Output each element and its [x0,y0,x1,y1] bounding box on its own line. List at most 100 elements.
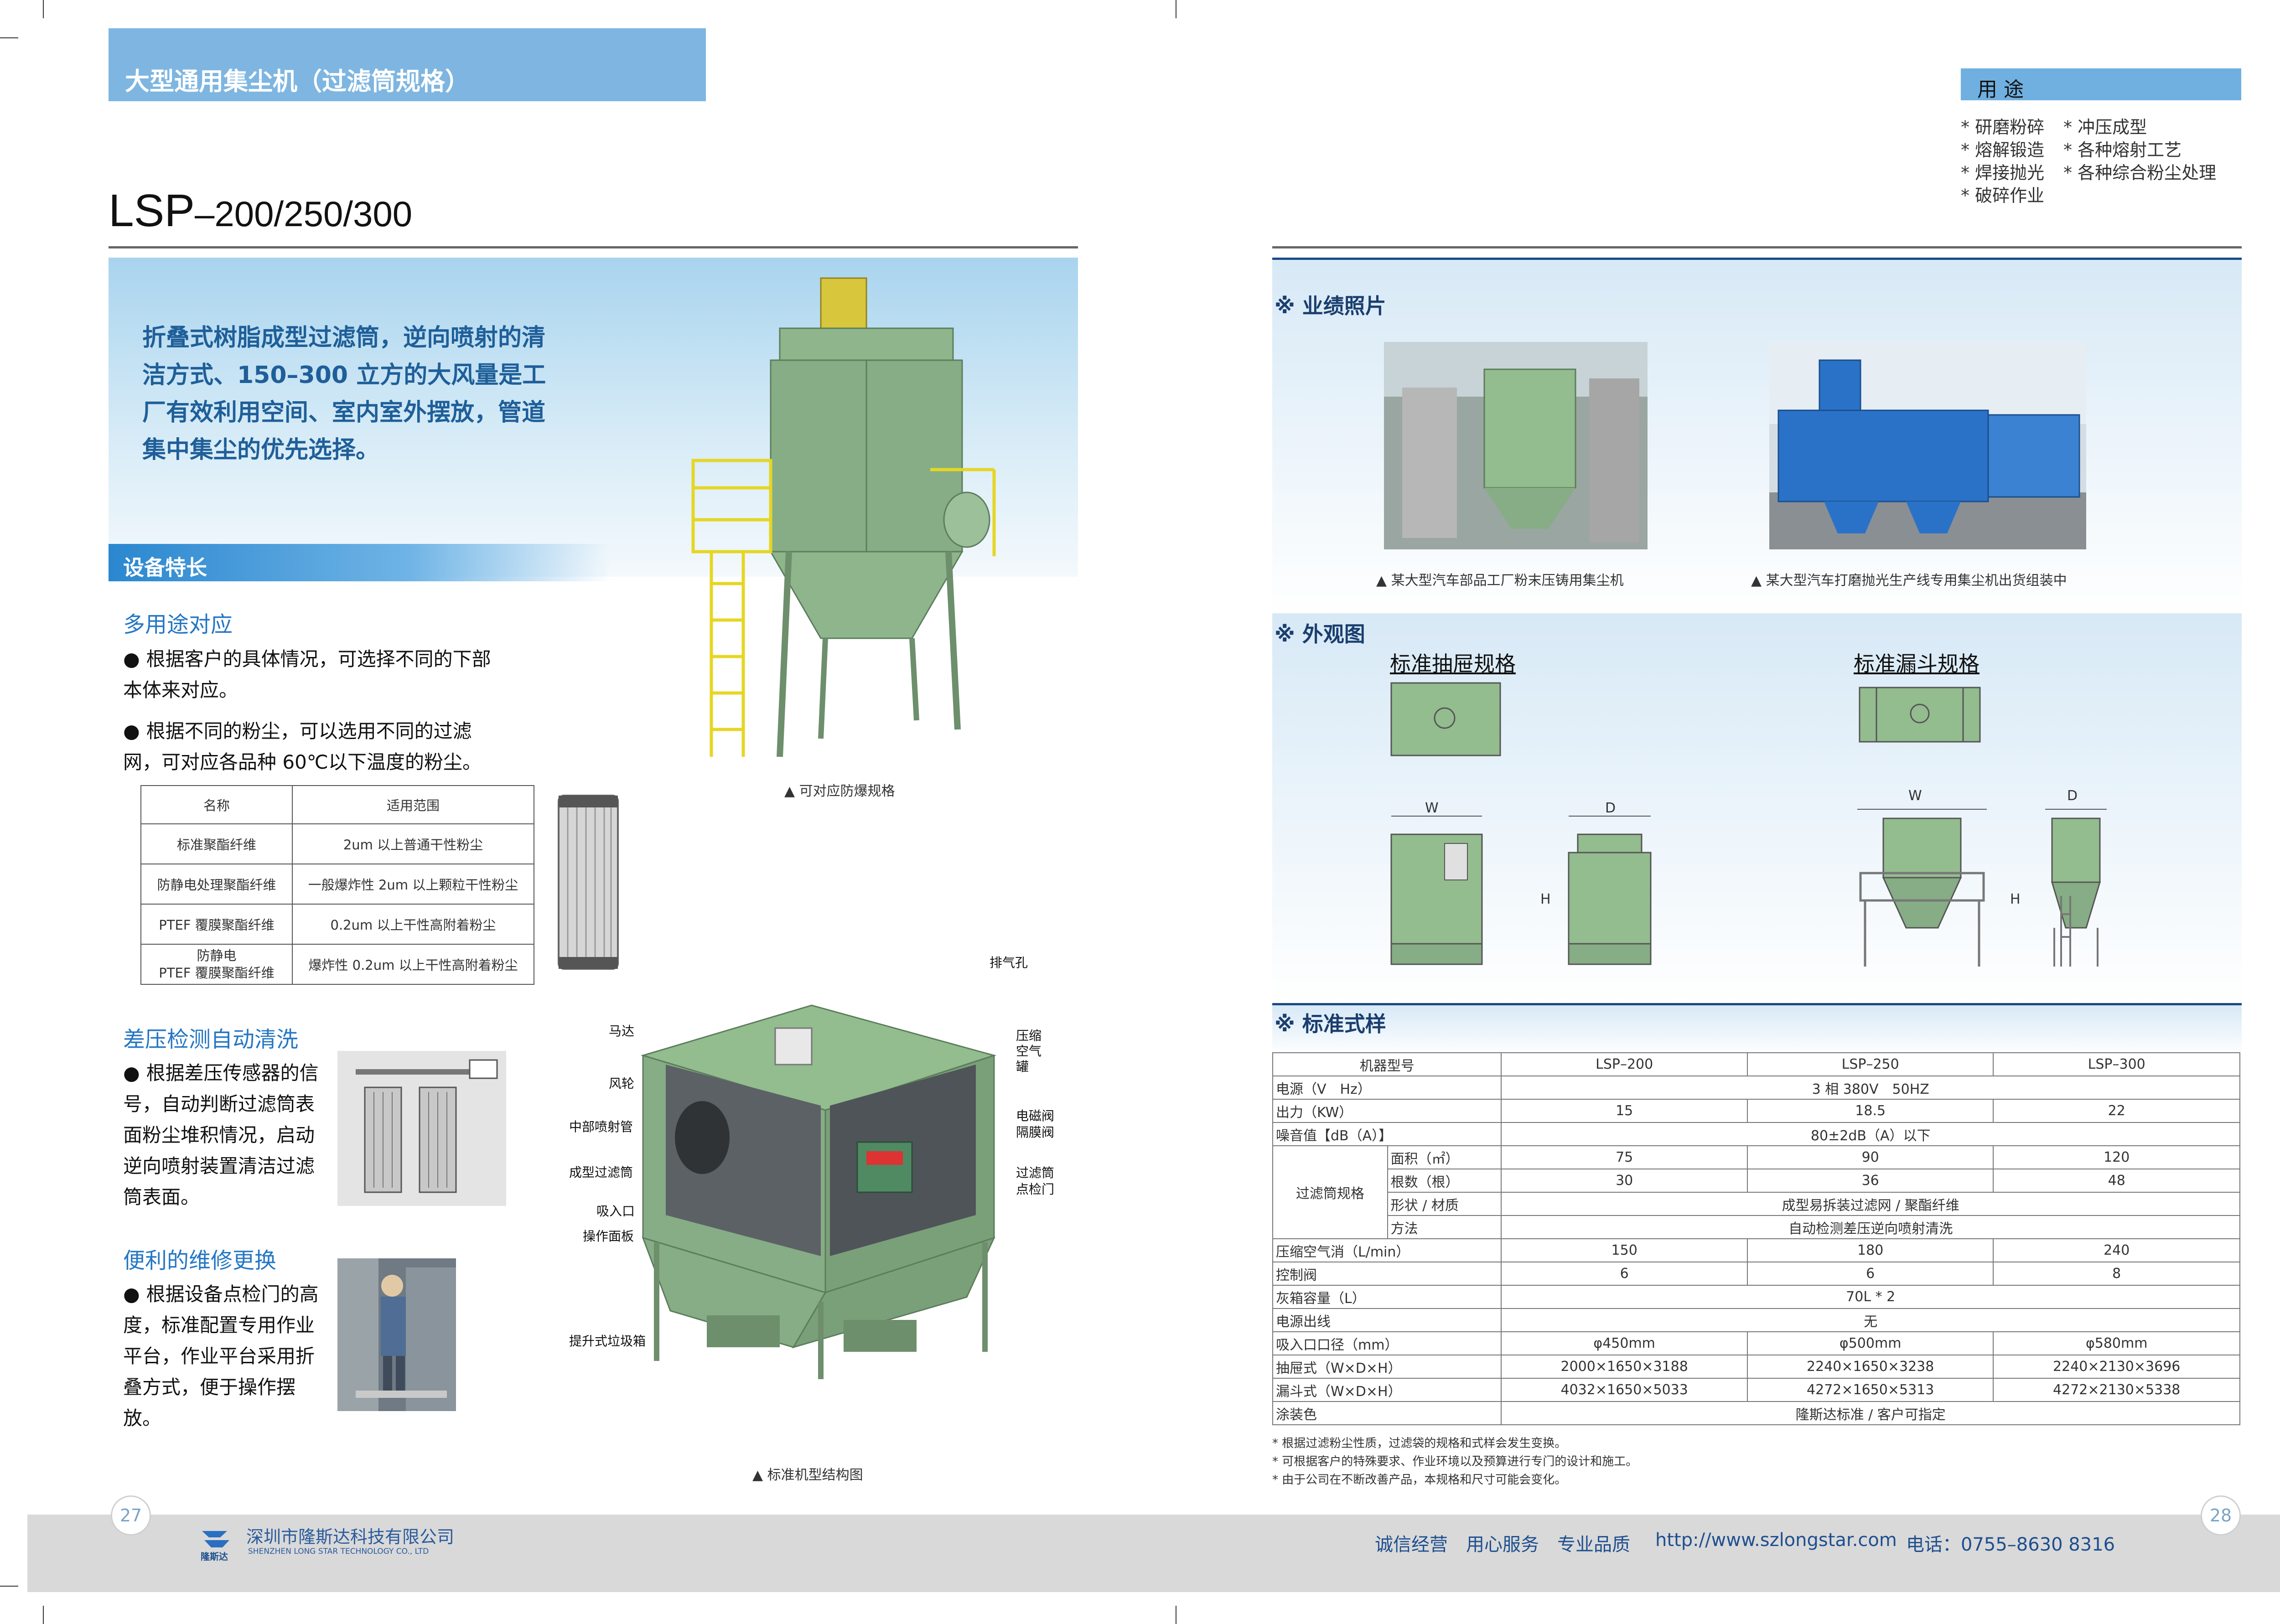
project-photo-2 [1769,342,2086,549]
structure-cutaway-image [640,1004,997,1379]
table-row: 涂装色 隆斯达标准 / 客户可指定 [1272,1401,2240,1425]
company-name-en: SHENZHEN LONG STAR TECHNOLOGY CO., LTD [248,1547,429,1556]
footer-phone: 电话：0755–8630 8316 [1906,1534,2115,1555]
project-photo-1 [1384,342,1648,549]
label-filter-cartridge: 成型过滤筒 [569,1165,633,1180]
spec-section [1272,1003,2242,1055]
table-row: 漏斗式（W×D×H） 4032×1650×5033 4272×1650×5313… [1272,1378,2240,1402]
outline-title: ※ 外观图 [1275,622,1365,646]
table-header: 名称 [140,785,293,824]
table-row: 防静电 PTEF 覆膜聚酯纤维 爆炸性 0.2um 以上干性高附着粉尘 [140,944,534,985]
dimension-d-label: D [2067,788,2078,804]
multi-use-title: 多用途对应 [123,612,233,637]
dimension-d-label: D [1605,800,1616,816]
crop-mark [43,1606,44,1624]
spec-note: * 可根据客户的特殊要求、作业环境以及预算进行专门的设计和施工。 [1272,1455,1638,1469]
dimension-w-label: W [1425,800,1439,816]
label-fan: 风轮 [609,1076,635,1091]
structure-caption: ▲ 标准机型结构图 [752,1467,863,1483]
hopper-spec-title: 标准漏斗规格 [1854,652,1979,676]
label-inlet: 吸入口 [596,1204,635,1219]
drawer-side-view [1568,816,1652,965]
crop-mark [0,37,18,38]
drawer-top-view [1390,682,1501,756]
features-title: 设备特长 [123,555,207,580]
explosion-proof-machine-image [691,277,996,757]
filter-cartridge-image [558,795,619,970]
bullet-item: ●根据客户的具体情况，可选择不同的下部本体来对应。 [123,648,491,701]
table-header: 适用范围 [292,785,534,824]
table-row: PTEF 覆膜聚酯纤维 0.2um 以上干性高附着粉尘 [140,904,534,945]
drawer-front-view [1390,816,1483,965]
table-row: 抽屉式（W×D×H） 2000×1650×3188 2240×1650×3238… [1272,1355,2240,1379]
footer-slogans: 诚信经营 用心服务 专业品质 [1375,1534,1630,1555]
explosion-proof-caption: ▲ 可对应防爆规格 [784,783,895,799]
table-row: 机器型号 LSP–200 LSP–250 LSP–300 [1272,1052,2240,1076]
usage-bar: 用 途 [1961,68,2241,101]
table-row: 形状 / 材质 成型易拆装过滤网 / 聚酯纤维 [1273,1192,2240,1216]
usage-item: * 焊接抛光 [1961,163,2045,183]
table-row: 方法 自动检测差压逆向喷射清洗 [1273,1215,2240,1239]
bullet-item: ●根据差压传感器的信号，自动判断过滤筒表面粉尘堆积情况，启动逆向喷射装置清洁过滤… [123,1062,319,1208]
maintenance-photo [337,1258,456,1411]
usage-item: * 研磨粉碎 [1961,117,2045,137]
table-row: 标准聚酯纤维 2um 以上普通干性粉尘 [140,823,534,864]
usage-item: * 各种熔射工艺 [2063,140,2182,160]
auto-clean-title: 差压检测自动清洗 [123,1027,299,1052]
page-number-right: 28 [2201,1495,2241,1536]
label-air-tank: 压缩空气罐 [1016,1028,1042,1074]
spec-table: 机器型号 LSP–200 LSP–250 LSP–300 电源（V Hz） 3 … [1272,1052,2240,1425]
company-name-cn: 深圳市隆斯达科技有限公司 [246,1527,455,1547]
table-row: 过滤筒规格 面积（㎡） 75 90 120 [1272,1145,2240,1239]
bullet-item: ●根据设备点检门的高度，标准配置专用作业平台，作业平台采用折叠方式，便于操作摆放… [123,1283,319,1429]
table-row: 防静电处理聚酯纤维 一般爆炸性 2um 以上颗粒干性粉尘 [140,864,534,905]
photo1-caption: ▲ 某大型汽车部品工厂粉末压铸用集尘机 [1376,573,1624,589]
bullet-item: ●根据不同的粉尘，可以选用不同的过滤网，可对应各品种 60℃以下温度的粉尘。 [123,720,482,773]
table-row: 电源出线 无 [1272,1308,2240,1332]
crop-mark [0,1586,18,1587]
usage-title: 用 途 [1977,78,2024,101]
photos-title: ※ 业绩照片 [1275,294,1386,318]
website-link[interactable]: http://www.szlongstar.com [1655,1530,1897,1551]
table-row: 噪音值【dB（A）】 80±2dB（A）以下 [1272,1122,2240,1146]
table-row: 电源（V Hz） 3 相 380V 50HZ [1272,1076,2240,1100]
table-row: 吸入口口径（mm） φ450mm φ500mm φ580mm [1272,1331,2240,1355]
spec-title: ※ 标准式样 [1275,1012,1386,1036]
photo2-caption: ▲ 某大型汽车打磨抛光生产线专用集尘机出货组装中 [1751,573,2067,589]
table-row: 灰箱容量（L） 70L * 2 [1272,1285,2240,1309]
model-name: LSP–200/250/300 [109,185,413,236]
usage-item: * 冲压成型 [2063,117,2147,137]
dimension-w-label: W [1908,788,1922,804]
label-exhaust: 排气孔 [990,955,1028,970]
usage-item: * 各种综合粉尘处理 [2063,163,2217,183]
dimension-h-label: H [2010,891,2021,907]
usage-item: * 熔解锻造 [1961,140,2045,160]
hopper-side-view [2045,809,2107,967]
title-banner: 大型通用集尘机（过滤筒规格） [109,28,706,101]
company-logo-icon [202,1531,229,1547]
hopper-front-view [1857,809,1987,967]
divider [1272,246,2242,248]
table-row: 出力（KW） 15 18.5 22 [1272,1099,2240,1123]
table-row: 压缩空气消（L/min） 150 180 240 [1272,1238,2240,1262]
dimension-h-label: H [1540,891,1551,907]
spec-note: * 根据过滤粉尘性质，过滤袋的规格和式样会发生变换。 [1272,1437,1567,1450]
features-section-bar: 设备特长 [109,544,610,581]
footer-band [27,1515,2280,1592]
pulse-cleaning-diagram [337,1051,506,1206]
table-row: 控制阀 6 6 8 [1272,1262,2240,1286]
table-row: 根数（根） 30 36 48 [1273,1169,2240,1193]
page-title: 大型通用集尘机（过滤筒规格） [125,67,470,96]
label-motor: 马达 [609,1024,635,1039]
filter-material-table: 名称 适用范围 标准聚酯纤维 2um 以上普通干性粉尘 防静电处理聚酯纤维 一般… [140,785,534,985]
logo-text: 隆斯达 [201,1551,228,1562]
slogan-text: 折叠式树脂成型过滤筒，逆向喷射的清洁方式、150–300 立方的大风量是工厂有效… [142,324,546,464]
label-dust-box: 提升式垃圾箱 [569,1334,646,1349]
label-valve: 电磁阀 隔膜阀 [1016,1108,1055,1140]
label-inspection-door: 过滤筒 点检门 [1016,1165,1055,1197]
crop-mark [43,0,44,18]
spec-note: * 由于公司在不断改善产品，本规格和尺寸可能会变化。 [1272,1473,1567,1487]
hopper-top-view [1859,687,1981,743]
usage-item: * 破碎作业 [1961,186,2045,206]
drawer-spec-title: 标准抽屉规格 [1390,652,1516,676]
